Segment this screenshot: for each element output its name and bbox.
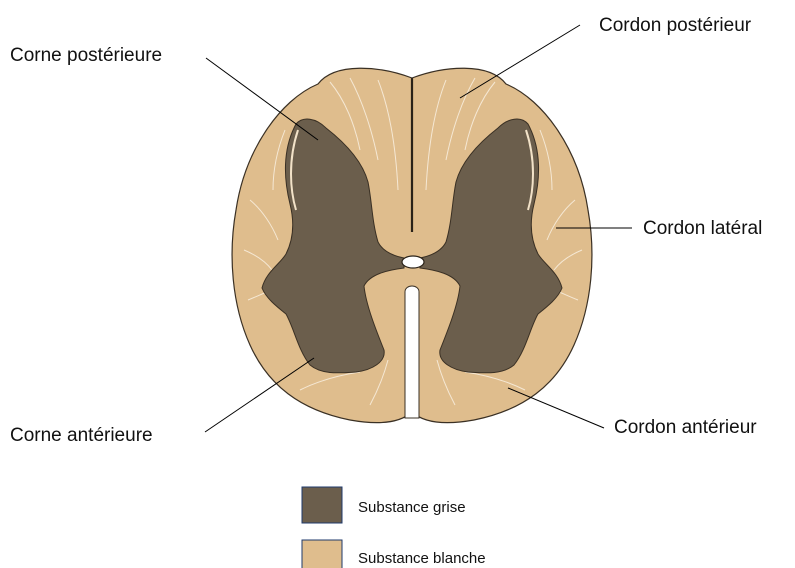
leader-cordon-anterieur [508,388,604,428]
label-cordon-lateral: Cordon latéral [643,218,762,239]
label-corne-posterieure: Corne postérieure [10,45,162,66]
label-corne-anterieure: Corne antérieure [10,425,153,446]
leader-cordon-posterieur [460,25,580,98]
legend: Substance grise Substance blanche [302,487,486,568]
legend-swatch-grey-matter [302,487,342,523]
label-cordon-anterieur: Cordon antérieur [614,417,757,438]
central-canal [402,256,424,268]
legend-label-white-matter: Substance blanche [358,550,486,567]
legend-label-grey-matter: Substance grise [358,499,466,516]
label-cordon-posterieur: Cordon postérieur [599,15,752,36]
legend-swatch-white-matter [302,540,342,568]
anterior-median-fissure [405,286,419,418]
